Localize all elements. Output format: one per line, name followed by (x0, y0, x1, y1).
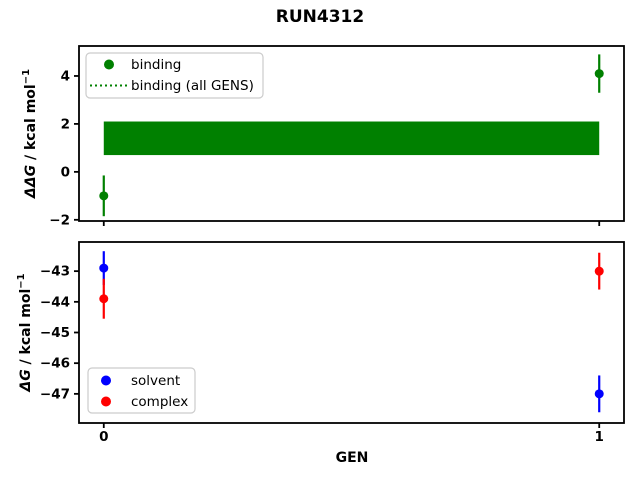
x-tick-label: 0 (99, 429, 108, 445)
legend-marker-dot-binding (104, 59, 114, 70)
axes-frame (78, 45, 625, 222)
y-tick-label: −43 (40, 264, 70, 280)
y-tick-label: −47 (40, 386, 70, 402)
subplots-group: 4 2 0 −2 ΔΔG / kcal mol−1 binding binding (all… (16, 45, 625, 445)
legend-marker-dot-solvent (101, 375, 111, 386)
y-tick-label: 2 (61, 116, 70, 132)
legend: binding binding (all GENS) (85, 52, 264, 99)
x-tick-label: 1 (595, 429, 604, 445)
legend-label: binding (all GENS) (131, 78, 254, 94)
data-point-binding (594, 69, 604, 79)
data-point-solvent (594, 389, 604, 399)
figure-title: RUN4312 (276, 7, 364, 27)
legend-label: binding (131, 57, 181, 73)
y-tick-label: −44 (40, 294, 70, 310)
data-point-solvent (99, 263, 109, 273)
data-point-binding (99, 191, 109, 201)
y-tick-label: −2 (49, 212, 70, 228)
data-point-complex (594, 266, 604, 276)
y-tick-label: −46 (40, 356, 70, 372)
y-axis-label: ΔΔG / kcal mol−1 (21, 69, 39, 199)
legend-label: solvent (131, 373, 180, 389)
legend-box (87, 367, 196, 414)
legend-marker-dot-complex (101, 396, 111, 407)
legend-box (85, 52, 264, 99)
data-point-complex (99, 294, 109, 304)
subplot-absolute-free-energy: −43 −44 −45 −46 −47 0 1 ΔG / kcal mol−1 solvent c… (16, 241, 625, 445)
legend: solvent complex (87, 367, 196, 414)
legend-label: complex (131, 394, 188, 410)
band-binding-all-gens (103, 121, 600, 156)
y-tick-label: −45 (40, 325, 70, 341)
subplot-relative-binding-free-energy: 4 2 0 −2 ΔΔG / kcal mol−1 binding binding (all… (21, 45, 625, 228)
y-tick-label: 4 (61, 68, 70, 84)
y-axis-label: ΔG / kcal mol−1 (16, 273, 34, 392)
x-axis-label: GEN (336, 450, 369, 466)
y-tick-label: 0 (61, 164, 70, 180)
